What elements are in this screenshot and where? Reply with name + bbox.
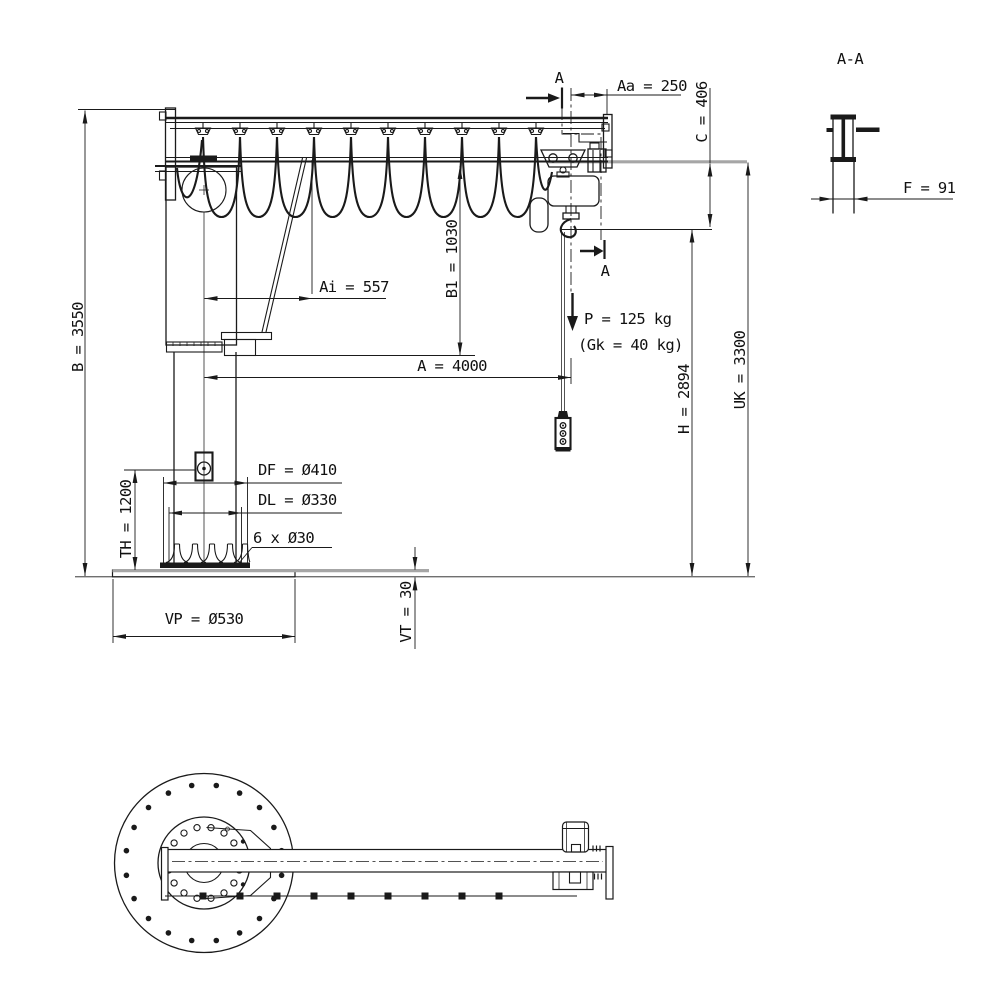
load-arrow bbox=[567, 293, 578, 331]
base-flange bbox=[160, 562, 250, 568]
hoist-trolley bbox=[539, 149, 587, 168]
section-view-aa: A-A F = 91 bbox=[811, 50, 956, 214]
pendant-control bbox=[554, 232, 572, 452]
hoist-gearbox-plan bbox=[552, 871, 594, 891]
section-letter-bottom: A bbox=[601, 262, 611, 280]
chain-bag bbox=[529, 197, 549, 233]
dim-label-h: H = 2894 bbox=[675, 364, 693, 434]
dim-label-vp: VP = Ø530 bbox=[165, 610, 244, 628]
arm-right-end-plate bbox=[605, 845, 614, 900]
dim-label-b: B = 3550 bbox=[69, 302, 87, 372]
dim-label-ai: Ai = 557 bbox=[319, 278, 389, 296]
section-marker-bottom: A bbox=[580, 240, 611, 280]
column-head bbox=[155, 107, 308, 357]
load-capacity-label: P = 125 kg bbox=[584, 310, 671, 328]
dim-label-uk: UK = 3300 bbox=[731, 330, 749, 409]
dimensions: B = 3550 TH = 1200 Ai = 557 B1 = 1030 A … bbox=[69, 77, 751, 649]
festoon-cable-system bbox=[175, 122, 554, 219]
base-plate bbox=[75, 568, 755, 578]
base-gussets bbox=[165, 543, 251, 564]
chain-hoist bbox=[529, 142, 607, 239]
dim-label-c: C = 406 bbox=[693, 81, 711, 142]
dim-label-b1: B1 = 1030 bbox=[443, 219, 461, 298]
dim-label-vt: VT = 30 bbox=[397, 581, 415, 642]
jib-arm-plan bbox=[166, 848, 608, 873]
dim-label-df: DF = Ø410 bbox=[258, 461, 337, 479]
hook bbox=[559, 217, 577, 239]
dim-label-f: F = 91 bbox=[903, 179, 956, 197]
hoist-body bbox=[547, 175, 600, 207]
section-view-title: A-A bbox=[837, 50, 864, 68]
dim-label-a: A = 4000 bbox=[417, 357, 487, 375]
arm-left-end-plate bbox=[160, 846, 169, 901]
festoon-rail-section bbox=[856, 127, 880, 132]
hoist-motor-plan bbox=[561, 821, 590, 853]
dim-label-th: TH = 1200 bbox=[117, 479, 135, 558]
column bbox=[160, 212, 251, 568]
section-marker-top: A bbox=[526, 69, 565, 109]
section-letter-top: A bbox=[555, 69, 565, 87]
section-cut-line bbox=[561, 107, 602, 240]
dim-label-dl: DL = Ø330 bbox=[258, 491, 337, 509]
plan-view bbox=[113, 772, 614, 954]
cable-entry-box bbox=[194, 451, 214, 482]
dim-label-aa: Aa = 250 bbox=[617, 77, 687, 95]
front-view: A A P = 125 kg (Gk = 40 kg) B = 3550 TH bbox=[69, 69, 755, 649]
hatch-ticks bbox=[592, 845, 603, 880]
hoist-weight-label: (Gk = 40 kg) bbox=[578, 336, 683, 354]
dim-label-anchor-bolts: 6 x Ø30 bbox=[253, 529, 314, 547]
